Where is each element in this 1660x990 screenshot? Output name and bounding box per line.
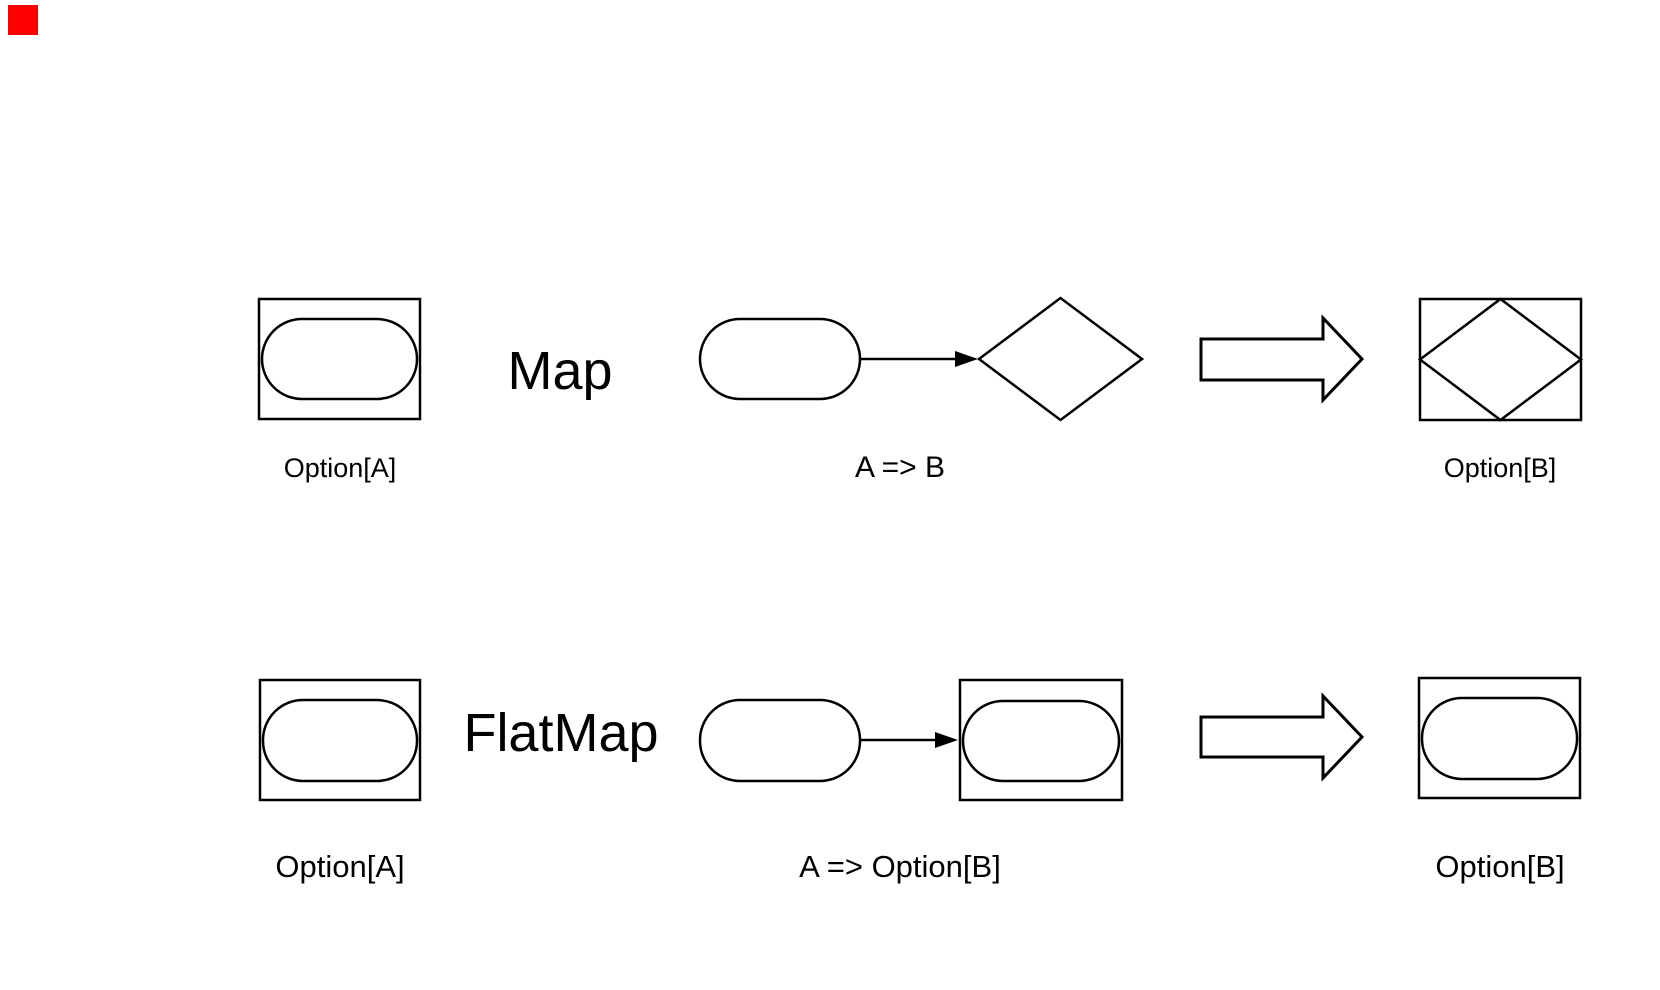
map-output-label: Option[B] bbox=[1444, 453, 1557, 483]
map-function-input-pill bbox=[698, 317, 862, 401]
flatmap-arrowhead-icon bbox=[935, 732, 958, 748]
flatmap-row: Option[A] FlatMap A => Option[B] Option[… bbox=[258, 676, 1582, 884]
red-corner-marker bbox=[8, 5, 38, 35]
map-function-label: A => B bbox=[855, 451, 945, 484]
flatmap-function-label: A => Option[B] bbox=[799, 849, 1001, 884]
map-option-b-box bbox=[1418, 297, 1583, 422]
map-option-a-box bbox=[257, 297, 422, 421]
flatmap-transform-arrow-icon bbox=[1199, 692, 1365, 782]
map-input-label: Option[A] bbox=[284, 453, 397, 483]
flatmap-option-b-value-pill bbox=[1420, 696, 1579, 781]
flatmap-title: FlatMap bbox=[463, 703, 658, 763]
map-option-b-value-diamond bbox=[1417, 297, 1584, 422]
map-title: Map bbox=[507, 341, 612, 401]
map-row: Option[A] Map A => B Option[B] bbox=[257, 296, 1584, 484]
map-function-output-diamond bbox=[976, 296, 1145, 422]
flatmap-function-input-pill bbox=[698, 698, 862, 783]
flatmap-output-label: Option[B] bbox=[1435, 849, 1564, 884]
flatmap-function-output-box bbox=[958, 678, 1124, 802]
flatmap-option-b-box bbox=[1417, 676, 1582, 800]
flatmap-option-a-value-pill bbox=[261, 698, 419, 783]
map-option-a-value-pill bbox=[260, 317, 419, 401]
flatmap-function-output-pill bbox=[961, 699, 1121, 783]
map-transform-arrow-icon bbox=[1199, 314, 1365, 404]
flatmap-option-a-box bbox=[258, 678, 422, 802]
flatmap-input-label: Option[A] bbox=[275, 849, 404, 884]
map-arrowhead-icon bbox=[955, 351, 978, 367]
